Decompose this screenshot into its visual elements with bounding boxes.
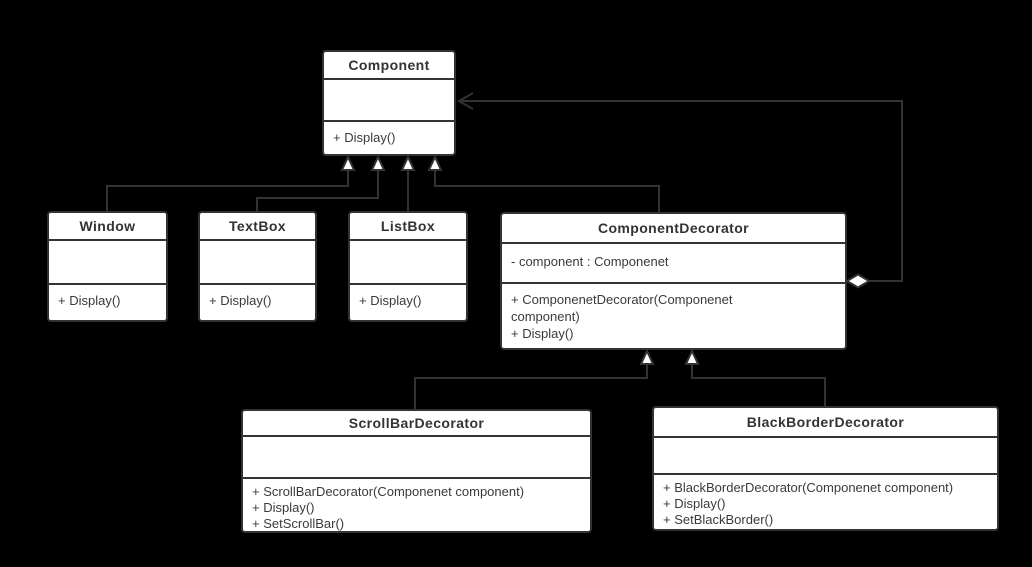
method-line: + Display() [58, 293, 121, 308]
class-attributes-section: - component : Componenet [502, 244, 845, 284]
class-methods-section: + ScrollBarDecorator(Componenet componen… [243, 479, 590, 532]
hollow-triangle-arrowhead [340, 154, 356, 171]
class-methods-section: + BlackBorderDecorator(Componenet compon… [654, 475, 997, 529]
class-methods-section: + Display() [49, 285, 166, 320]
class-title-bar: Window [49, 213, 166, 241]
method-line: + Display() [252, 500, 315, 515]
method-line: + Display() [333, 130, 396, 145]
class-attributes-section [654, 438, 997, 475]
class-box-blackborder-decorator: BlackBorderDecorator + BlackBorderDecora… [652, 406, 999, 531]
method-line: + SetBlackBorder() [663, 512, 774, 527]
class-attributes-section [324, 80, 454, 122]
class-title-bar: ScrollBarDecorator [243, 411, 590, 437]
attribute-line: - component : Componenet [511, 254, 669, 269]
class-title-bar: ListBox [350, 213, 466, 241]
method-line: + Display() [209, 293, 272, 308]
class-name-label: ComponentDecorator [597, 220, 750, 236]
hollow-triangle-arrowhead [427, 154, 443, 171]
method-line: + Display() [663, 496, 726, 511]
class-box-window: Window + Display() [47, 211, 168, 322]
hollow-triangle-arrowhead [684, 348, 700, 365]
method-line: + ScrollBarDecorator(Componenet componen… [252, 484, 525, 499]
generalization-blackborderdecorator-to-componentdecorator [684, 348, 826, 406]
class-name-label: TextBox [229, 218, 286, 234]
generalization-window-to-component [106, 154, 356, 211]
class-methods-section: + Display() [200, 285, 315, 320]
class-title-bar: Component [324, 52, 454, 80]
class-title-bar: TextBox [200, 213, 315, 241]
class-name-label: ScrollBarDecorator [348, 415, 485, 431]
class-methods-section: + Display() [350, 285, 466, 320]
generalization-scrollbardecorator-to-componentdecorator [414, 348, 655, 409]
class-title-bar: BlackBorderDecorator [654, 408, 997, 438]
class-attributes-section [350, 241, 466, 285]
hollow-triangle-arrowhead [370, 154, 386, 171]
hollow-diamond [845, 273, 871, 289]
hollow-triangle-arrowhead [639, 348, 655, 365]
method-line: + Display() [511, 326, 574, 341]
class-methods-section: + Display() [324, 122, 454, 154]
generalization-textbox-to-component [256, 154, 386, 211]
class-attributes-section [200, 241, 315, 285]
class-box-textbox: TextBox + Display() [198, 211, 317, 322]
class-attributes-section [243, 437, 590, 479]
class-name-label: Component [348, 57, 430, 73]
class-box-scrollbar-decorator: ScrollBarDecorator + ScrollBarDecorator(… [241, 409, 592, 533]
generalization-listbox-to-component [400, 154, 416, 211]
method-line: + Display() [359, 293, 422, 308]
generalization-componentdecorator-to-component [427, 154, 660, 212]
class-name-label: Window [79, 218, 136, 234]
class-name-label: BlackBorderDecorator [746, 414, 905, 430]
class-methods-section: + ComponenetDecorator(Componenet compone… [502, 284, 845, 348]
method-line: + BlackBorderDecorator(Componenet compon… [663, 480, 954, 495]
method-line: + ComponenetDecorator(Componenet compone… [511, 292, 733, 324]
method-line: + SetScrollBar() [252, 516, 345, 531]
open-arrowhead [456, 92, 474, 110]
class-box-component-decorator: ComponentDecorator - component : Compone… [500, 212, 847, 350]
class-attributes-section [49, 241, 166, 285]
class-title-bar: ComponentDecorator [502, 214, 845, 244]
class-box-component: Component + Display() [322, 50, 456, 156]
class-name-label: ListBox [380, 218, 436, 234]
class-box-listbox: ListBox + Display() [348, 211, 468, 322]
hollow-triangle-arrowhead [400, 154, 416, 171]
